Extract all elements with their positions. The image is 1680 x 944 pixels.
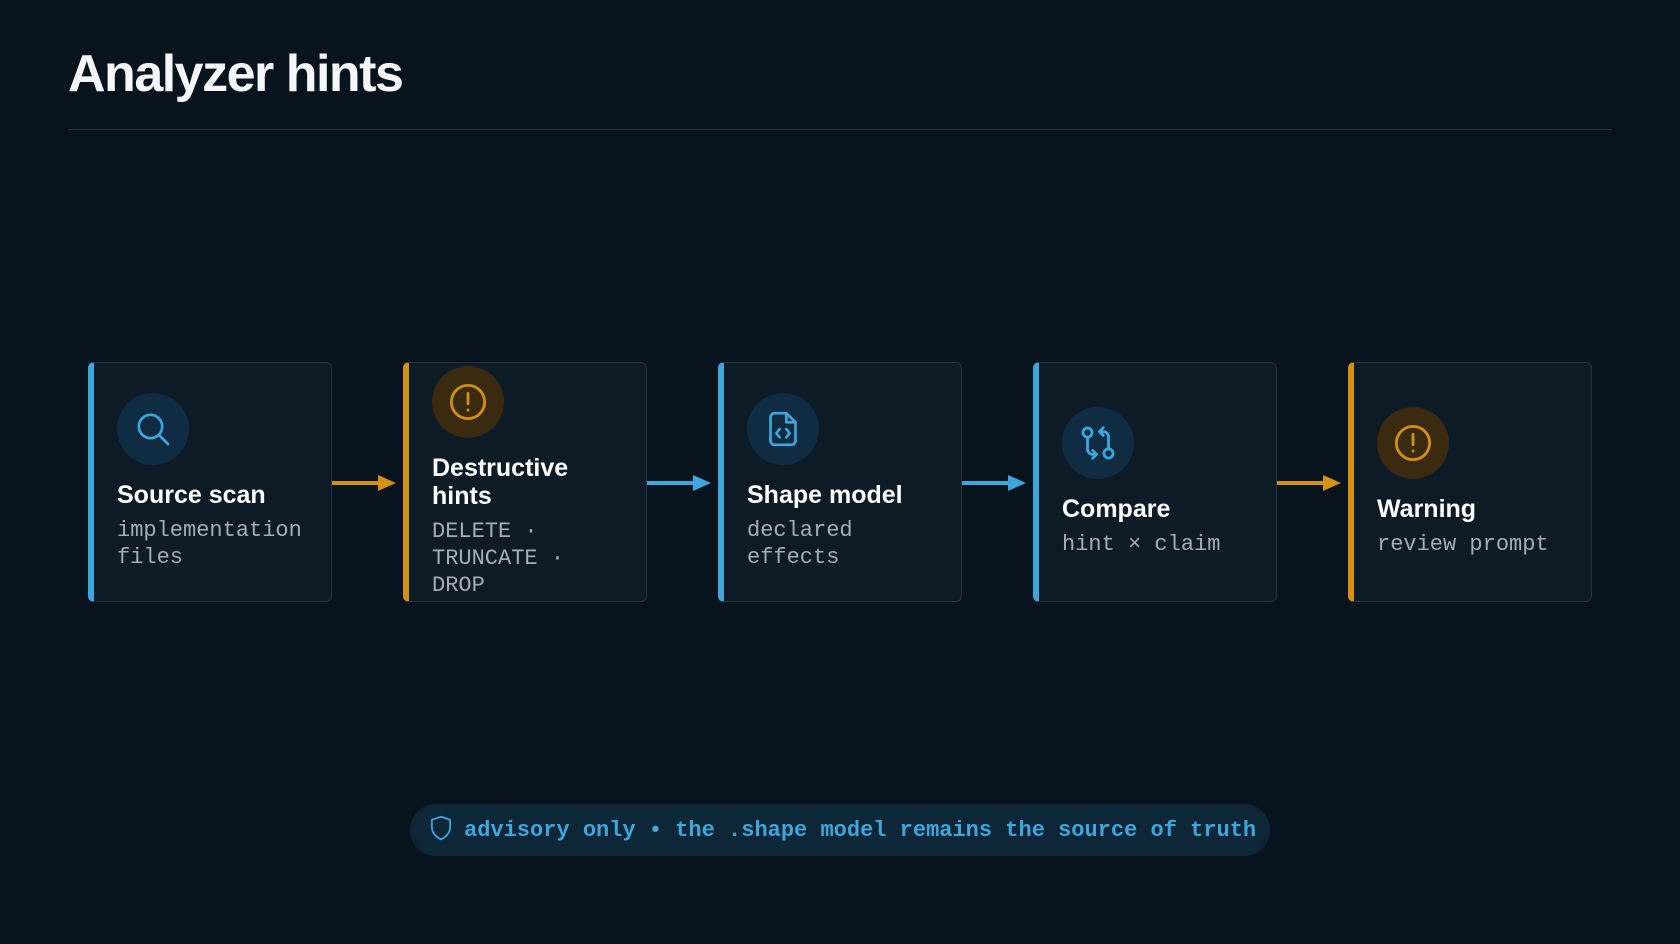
step-title: Compare bbox=[1062, 494, 1171, 523]
step-card-shape-model: Shape model declared effects bbox=[718, 362, 962, 602]
step-title: Destructive hints bbox=[432, 453, 569, 510]
arrow-connector bbox=[962, 475, 1026, 491]
step-title: Source scan bbox=[117, 481, 266, 509]
step-subtitle: review prompt bbox=[1377, 531, 1549, 557]
step-card-warning: Warning review prompt bbox=[1348, 362, 1592, 602]
arrow-connector bbox=[1277, 475, 1341, 491]
title-divider bbox=[68, 129, 1612, 130]
arrow-connector bbox=[332, 475, 396, 491]
file-code-icon bbox=[747, 393, 819, 465]
step-title: Warning bbox=[1377, 494, 1477, 523]
step-card-compare: Compare hint × claim bbox=[1033, 362, 1277, 602]
arrow-connector bbox=[647, 475, 711, 491]
step-subtitle: declared effects bbox=[747, 518, 853, 570]
step-subtitle: hint × claim bbox=[1062, 531, 1221, 557]
step-subtitle: DELETE · TRUNCATE · DROP bbox=[432, 518, 565, 598]
step-card-source-scan: Source scan implementation files bbox=[88, 362, 332, 602]
alert-circle-icon bbox=[1377, 406, 1449, 479]
alert-circle-icon bbox=[432, 365, 504, 438]
page-title: Analyzer hints bbox=[68, 45, 404, 103]
step-card-destructive-hints: Destructive hints DELETE · TRUNCATE · DR… bbox=[403, 362, 647, 602]
step-subtitle: implementation files bbox=[117, 518, 302, 570]
advisory-note: advisory only • the .shape model remains… bbox=[410, 804, 1270, 856]
step-title: Shape model bbox=[747, 481, 903, 509]
advisory-text: advisory only • the .shape model remains… bbox=[464, 817, 1257, 843]
compare-icon bbox=[1062, 406, 1134, 479]
search-icon bbox=[117, 393, 189, 465]
shield-icon bbox=[428, 814, 454, 847]
